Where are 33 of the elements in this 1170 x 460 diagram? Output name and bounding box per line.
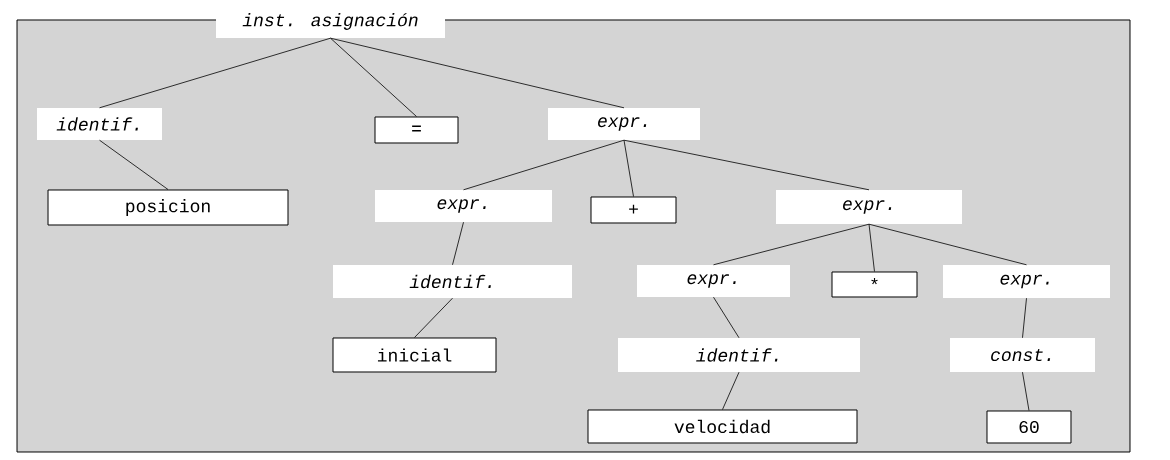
nonterminal-label: identif. bbox=[333, 265, 572, 298]
nonterminal-label: identif. bbox=[37, 108, 162, 140]
terminal-box: velocidad bbox=[587, 409, 858, 444]
tree-branch bbox=[623, 139, 870, 191]
tree-branch bbox=[414, 297, 453, 338]
nonterminal-label: inst. asignación bbox=[216, 5, 445, 38]
tree-branch bbox=[99, 37, 331, 109]
terminal-box: posicion bbox=[47, 189, 289, 226]
nonterminal-label: expr. bbox=[375, 190, 552, 222]
tree-branch bbox=[868, 223, 875, 272]
nonterminal-label: expr. bbox=[776, 190, 962, 224]
nonterminal-label: identif. bbox=[618, 338, 860, 372]
tree-branch bbox=[1022, 371, 1030, 411]
nonterminal-label: expr. bbox=[943, 265, 1110, 298]
tree-branch bbox=[99, 139, 169, 190]
nonterminal-label: expr. bbox=[548, 108, 700, 140]
tree-branch bbox=[713, 223, 870, 266]
tree-branch bbox=[330, 37, 625, 109]
tree-branch bbox=[452, 221, 464, 266]
tree-branch bbox=[463, 139, 625, 191]
tree-branch bbox=[713, 296, 740, 339]
tree-branch bbox=[722, 371, 740, 410]
terminal-box: * bbox=[831, 271, 918, 298]
nonterminal-label: expr. bbox=[637, 265, 790, 297]
tree-branch bbox=[623, 139, 634, 197]
terminal-box: + bbox=[590, 196, 677, 224]
terminal-box: inicial bbox=[332, 337, 497, 373]
tree-branch bbox=[868, 223, 1027, 266]
nonterminal-label: const. bbox=[950, 338, 1095, 372]
tree-branch bbox=[330, 37, 417, 117]
terminal-box: 60 bbox=[986, 410, 1072, 444]
tree-branch bbox=[1022, 297, 1027, 339]
terminal-box: = bbox=[374, 116, 459, 144]
